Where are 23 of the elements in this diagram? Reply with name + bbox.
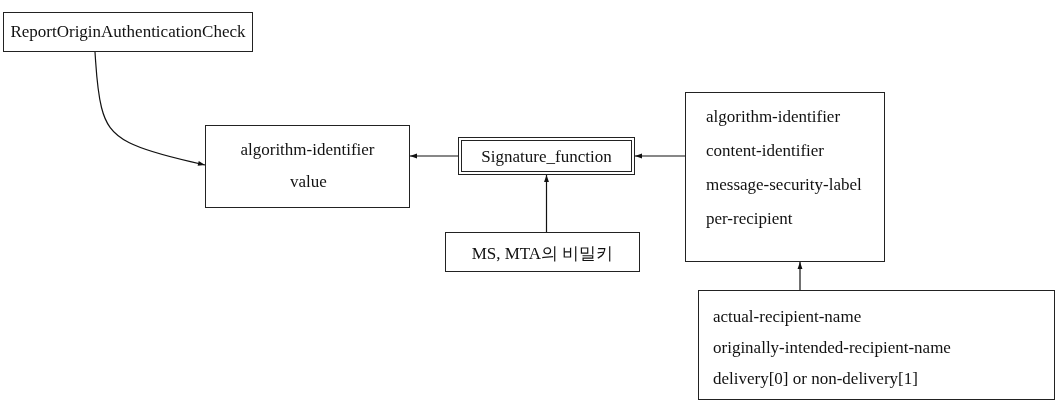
output-box (205, 125, 410, 208)
box-text: MS, MTA의 비밀키 (470, 243, 615, 265)
arrow (797, 261, 803, 291)
arrow (94, 51, 206, 166)
box-text: value (290, 172, 327, 192)
input-box (685, 92, 885, 262)
recipient-box (698, 290, 1055, 400)
box-text: delivery[0] or non-delivery[1] (713, 369, 918, 389)
box-text: Signature_function (480, 147, 613, 167)
arrow (634, 153, 686, 159)
box-text: originally-intended-recipient-name (713, 338, 951, 358)
box-text: per-recipient (706, 209, 793, 229)
arrow (544, 174, 549, 233)
box-text: ReportOriginAuthenticationCheck (9, 22, 247, 42)
box-text: actual-recipient-name (713, 307, 862, 327)
box-text: algorithm-identifier (706, 107, 841, 127)
box-text: content-identifier (706, 141, 824, 161)
process-box (3, 12, 253, 52)
key-box (445, 232, 640, 272)
box-text: algorithm-identifier (239, 140, 376, 160)
arrow (409, 153, 459, 159)
function-box (458, 137, 635, 175)
box-text: message-security-label (706, 175, 862, 195)
